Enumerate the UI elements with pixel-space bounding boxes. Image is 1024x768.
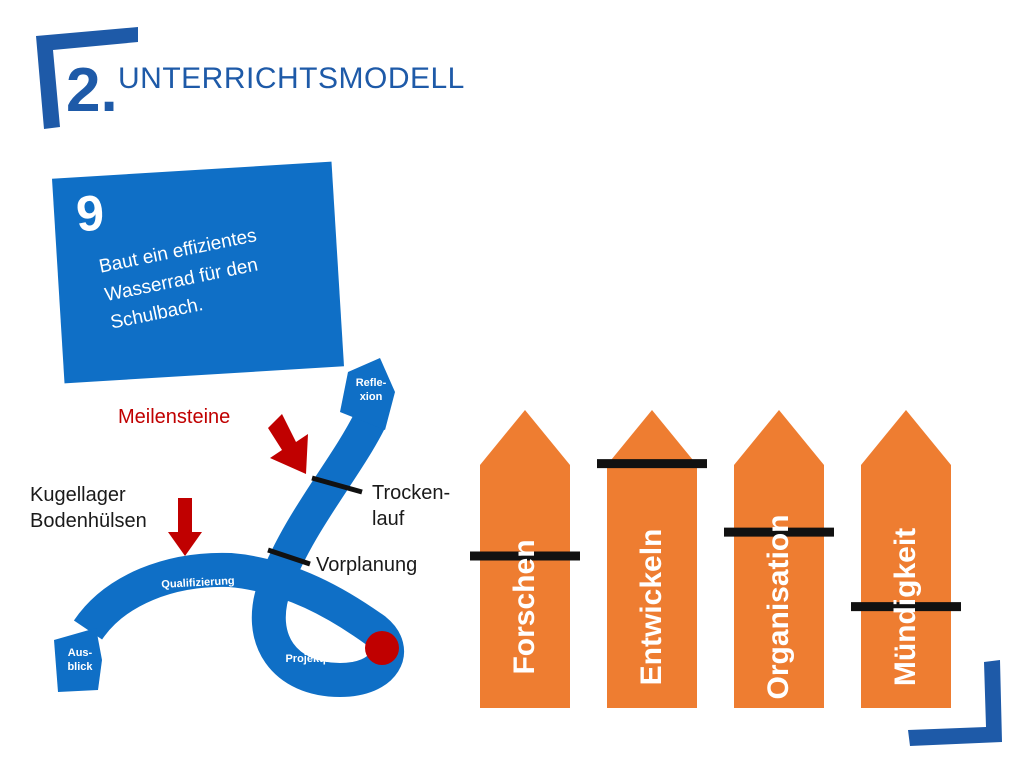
post-label: Organisation	[762, 513, 795, 700]
stage-label-reflexion: Refle- xion	[342, 376, 400, 405]
meilensteine-arrow	[268, 414, 308, 474]
footer-bracket-shape	[908, 660, 1002, 746]
section-title: UNTERRICHTSMODELL	[118, 62, 465, 95]
post-mündigkeit	[861, 410, 951, 708]
annotation-line: Kugellager	[30, 484, 126, 506]
post-label: Mündigkeit	[889, 527, 922, 686]
post-organisation	[734, 410, 824, 708]
post-entwickeln	[607, 410, 697, 708]
stage-label-line: blick	[67, 661, 93, 674]
stage-label-projektphase: Projektphase	[285, 653, 355, 665]
annotation-meilensteine: Meilensteine	[118, 406, 231, 428]
path-ribbon	[73, 412, 404, 698]
milestone-marker-trockenlauf	[311, 475, 363, 495]
annotation-line: Trocken-	[372, 482, 451, 504]
current-position-dot	[365, 631, 399, 665]
annotation-trockenlauf: Trocken- lauf	[372, 480, 450, 532]
section-number: 2.	[66, 56, 118, 125]
header-bracket-shape	[36, 27, 138, 129]
annotation-line: Bodenhülsen	[30, 510, 147, 532]
annotation-line: lauf	[372, 508, 405, 530]
kugellager-arrow	[168, 498, 202, 556]
stage-label-line: Aus-	[67, 647, 93, 659]
stage-label-line: Refle-	[355, 377, 387, 389]
post-label: Entwickeln	[635, 528, 668, 685]
annotation-vorplanung: Vorplanung	[316, 554, 418, 576]
stage-label-ausblick: Aus- blick	[56, 646, 104, 675]
reflexion-arrowhead	[340, 358, 395, 430]
post-label: Forschen	[508, 538, 541, 675]
milestone-marker-vorplanung	[267, 547, 311, 567]
ausblick-arrowhead	[54, 628, 102, 692]
annotation-kugellager: Kugellager Bodenhülsen	[30, 482, 147, 534]
stage-label-line: xion	[359, 391, 383, 404]
